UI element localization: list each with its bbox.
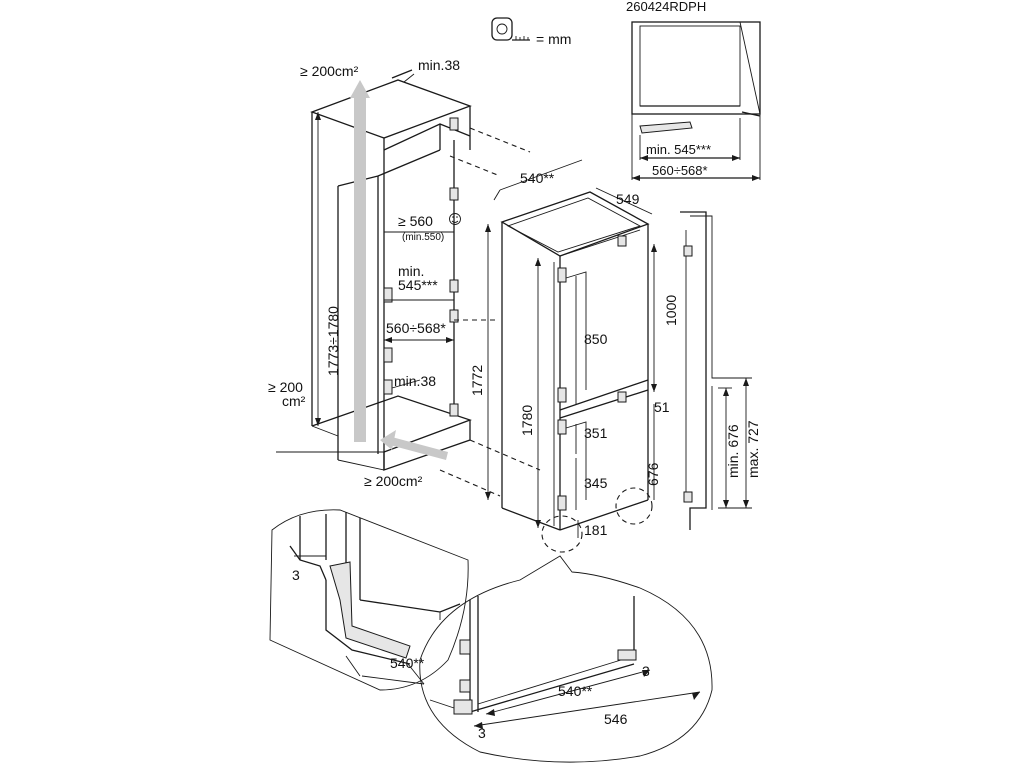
cabinet-width-label: 560÷568* bbox=[386, 320, 446, 336]
top-clearance-label: min.38 bbox=[418, 57, 460, 73]
tape-measure-icon bbox=[491, 17, 530, 41]
vent-bottom-label: ≥ 200cm² bbox=[364, 473, 423, 489]
lower-label: 345 bbox=[584, 475, 608, 491]
detail-bottom-depth: 540** bbox=[558, 683, 593, 699]
appliance bbox=[500, 191, 650, 531]
top-view-detail bbox=[631, 21, 761, 181]
appliance-depth-549: 549 bbox=[616, 191, 640, 207]
bottom-clearance-label: min.38 bbox=[394, 373, 436, 389]
appliance-height-1780: 1780 bbox=[519, 405, 535, 436]
cabinet-min-value: 545*** bbox=[398, 277, 438, 293]
cabinet-niche bbox=[276, 79, 472, 471]
detail-left-gap: 3 bbox=[292, 567, 300, 583]
vent-bottom-left-2: cm² bbox=[282, 393, 306, 409]
vent-arrow-in-icon bbox=[380, 430, 448, 460]
cabinet-depth-label: ≥ 560 bbox=[398, 213, 433, 229]
smiley-icon bbox=[449, 213, 461, 225]
appliance-height-1772: 1772 bbox=[469, 365, 485, 396]
model-code: 260424RDPH bbox=[626, 0, 706, 14]
foot-label: 181 bbox=[584, 522, 608, 538]
lower-door-label: 676 bbox=[645, 462, 661, 486]
gap-label: 51 bbox=[654, 399, 670, 415]
niche-height-label: 1773÷1780 bbox=[325, 306, 341, 376]
detail-left-depth: 540** bbox=[390, 655, 425, 671]
detail-bottom-gap-left: 3 bbox=[478, 725, 486, 741]
side-profile bbox=[680, 211, 718, 530]
top-detail-min-depth: min. 545*** bbox=[646, 142, 711, 157]
mid-label: 351 bbox=[584, 425, 608, 441]
vent-arrow-up-icon bbox=[350, 80, 370, 442]
detail-circle-right bbox=[615, 487, 653, 525]
appliance-depth-540: 540** bbox=[520, 170, 555, 186]
detail-circle-left bbox=[541, 515, 583, 553]
detail-bottom-gap-right: 3 bbox=[642, 663, 650, 679]
cabinet-depth-min: (min.550) bbox=[402, 232, 444, 243]
side-max-door: max. 727 bbox=[745, 420, 761, 478]
detail-bottom-zoom bbox=[419, 555, 713, 763]
vent-bottom-left-1: ≥ 200 bbox=[268, 379, 303, 395]
upper-door-label: 1000 bbox=[663, 295, 679, 326]
upper-inner-label: 850 bbox=[584, 331, 608, 347]
detail-bottom-width: 546 bbox=[604, 711, 628, 727]
side-min-door: min. 676 bbox=[725, 424, 741, 478]
cabinet-min-label: min. bbox=[398, 263, 424, 279]
vent-top-label: ≥ 200cm² bbox=[300, 63, 359, 79]
detail-left-zoom bbox=[269, 509, 469, 691]
unit-note: = mm bbox=[536, 31, 571, 47]
top-detail-width: 560÷568* bbox=[652, 163, 708, 178]
